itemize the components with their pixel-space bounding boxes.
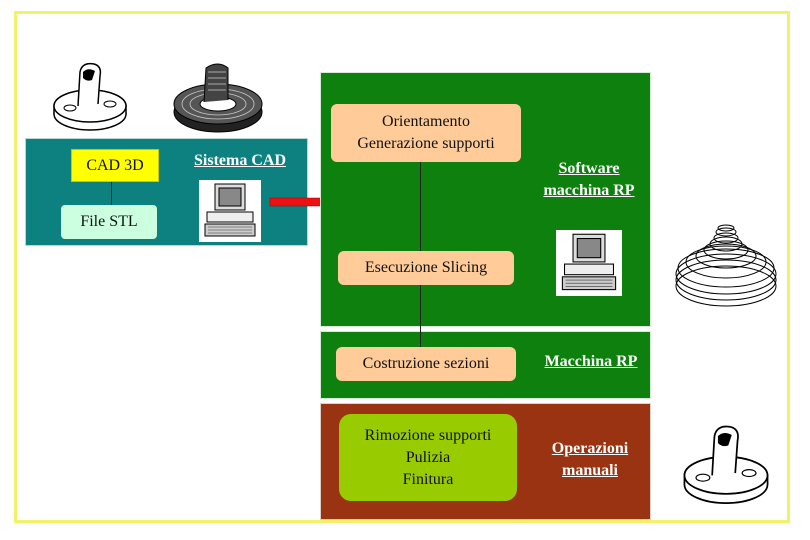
part-sketch-icon [683, 425, 769, 504]
manual-operations-label: Operazioni manuali [551, 440, 629, 479]
computer-icon [199, 180, 261, 242]
wireframe-part-icon [173, 63, 263, 133]
cad-3d-box: CAD 3D [71, 149, 159, 182]
manual-steps-box: Rimozione supporti Pulizia Finitura [339, 414, 517, 501]
cad-connector [111, 182, 112, 205]
slice-stack-icon [675, 224, 777, 307]
file-stl-box: File STL [61, 205, 157, 239]
section-construction-box: Costruzione sezioni [336, 347, 516, 381]
orientation-box: Orientamento Generazione supporti [331, 104, 521, 162]
computer-icon [556, 230, 622, 296]
slicing-box: Esecuzione Slicing [338, 251, 514, 285]
outer-frame [14, 11, 790, 523]
software-rp-label: Software macchina RP [543, 160, 635, 199]
sistema-cad-label: Sistema CAD [194, 152, 286, 169]
part-sketch-icon [53, 62, 127, 131]
macchina-rp-label: Macchina RP [544, 353, 638, 370]
